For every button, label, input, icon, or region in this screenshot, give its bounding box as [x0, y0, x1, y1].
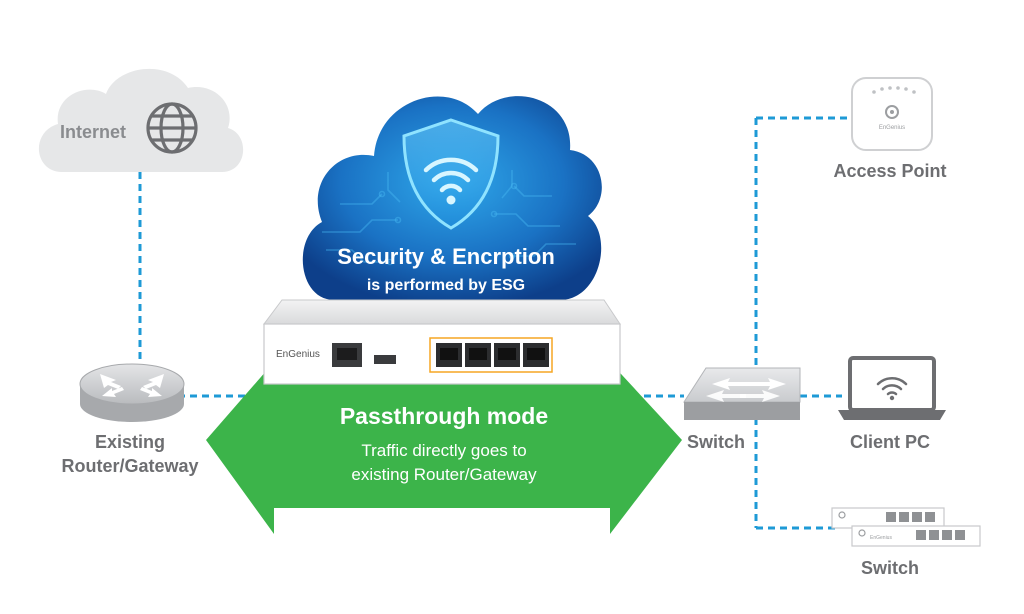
device-brand: EnGenius: [276, 349, 320, 360]
internet-label: Internet: [60, 122, 126, 142]
shield-wifi-icon: [402, 118, 500, 230]
switch-stack-brand: EnGenius: [870, 535, 892, 541]
laptop-icon: [838, 356, 946, 420]
switch-bottom-label: Switch: [861, 558, 919, 578]
globe-icon: [146, 102, 198, 154]
router-label-line1: Existing: [95, 432, 165, 452]
internet-cloud: Internet: [38, 68, 244, 172]
security-cloud: Security & Encrption is performed by ESG: [302, 96, 602, 300]
lan-ports-frame: [429, 337, 553, 373]
wifi-icon: [876, 377, 908, 396]
usb-port-icon: [374, 355, 396, 364]
security-title: Security & Encrption: [337, 244, 555, 269]
switch-stack-icon: EnGenius: [831, 507, 981, 547]
passthrough-line1: Traffic directly goes to: [361, 441, 526, 460]
security-subtitle: is performed by ESG: [367, 277, 525, 294]
passthrough-arrow-shape: [206, 362, 682, 534]
router-label-line2: Router/Gateway: [61, 456, 198, 476]
client-pc-label: Client PC: [850, 432, 930, 452]
device-top: [263, 299, 621, 325]
switch-center-label: Switch: [687, 432, 745, 452]
connection-links: [138, 116, 852, 530]
ethernet-port-icon: [332, 343, 362, 367]
switch-icon: [683, 367, 801, 420]
circuit-pattern: [322, 170, 576, 266]
passthrough-arrow: Passthrough mode Traffic directly goes t…: [206, 362, 682, 534]
access-point-label: Access Point: [833, 161, 946, 181]
lan-port-inner: [440, 348, 545, 360]
access-point-brand: EnGenius: [879, 125, 905, 131]
passthrough-title: Passthrough mode: [340, 403, 548, 429]
router-icon: [79, 363, 185, 422]
access-point-icon: EnGenius: [851, 77, 933, 151]
passthrough-line2: existing Router/Gateway: [351, 465, 537, 484]
internet-cloud-shape: [38, 68, 244, 172]
esg-device: EnGenius: [263, 299, 621, 385]
